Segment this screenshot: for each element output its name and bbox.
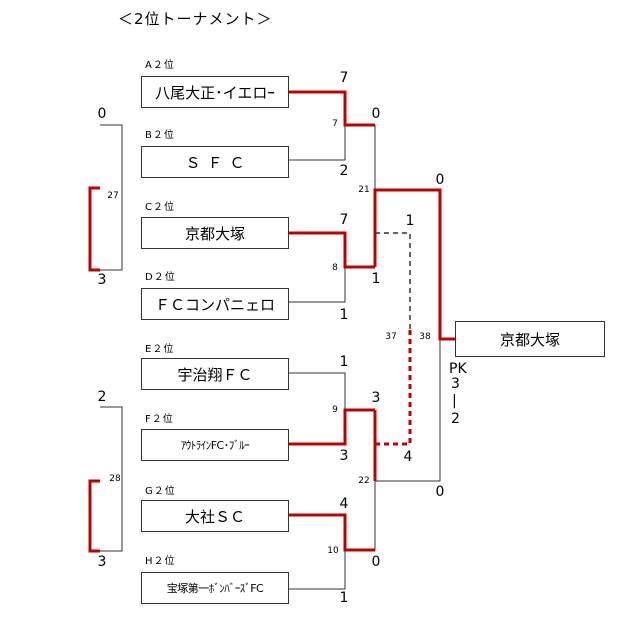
score-m27-bottom: 3 bbox=[97, 272, 107, 288]
match-number-7: 7 bbox=[332, 119, 338, 129]
seed-label: B２位 bbox=[145, 130, 175, 141]
champion-box: 京都大塚 bbox=[455, 321, 605, 357]
score-m10-top: 4 bbox=[339, 496, 349, 512]
score-m9-bottom: 3 bbox=[339, 448, 349, 464]
pk-dash: | bbox=[452, 393, 457, 409]
match-number-27: 27 bbox=[107, 191, 119, 201]
score-m10-bottom: 1 bbox=[339, 590, 349, 606]
team-box: 京都大塚 bbox=[141, 217, 289, 249]
pk-score-bottom: 2 bbox=[451, 411, 460, 427]
score-m38-bottom: 0 bbox=[435, 484, 445, 500]
match-number-38: 38 bbox=[419, 332, 431, 342]
match-number-28: 28 bbox=[109, 474, 121, 484]
score-m28-top: 2 bbox=[97, 389, 107, 405]
team-box: ｱｳﾄﾗｲﾝFC･ﾌﾞﾙｰ bbox=[141, 429, 289, 461]
seed-label: E２位 bbox=[145, 344, 175, 355]
score-m28-bottom: 3 bbox=[97, 554, 107, 570]
team-box: ＦＣコンパニェロ bbox=[141, 288, 289, 320]
score-m8-top: 7 bbox=[339, 212, 349, 228]
seed-label: D２位 bbox=[145, 272, 176, 283]
match-number-8: 8 bbox=[332, 263, 338, 273]
score-m21-lower: 1 bbox=[371, 271, 381, 287]
page-title: ＜2位トーナメント＞ bbox=[118, 10, 273, 28]
pk-label: PK bbox=[449, 361, 467, 377]
score-m22-upper: 3 bbox=[371, 390, 381, 406]
score-m38-top: 0 bbox=[435, 172, 445, 188]
pk-score-top: 3 bbox=[451, 376, 460, 392]
team-box: 宇治翔ＦＣ bbox=[141, 358, 289, 390]
score-m37-bottom: 4 bbox=[403, 449, 413, 465]
seed-label: C２位 bbox=[145, 202, 175, 213]
match-number-21: 21 bbox=[358, 185, 370, 195]
score-m7-bottom: 2 bbox=[339, 163, 349, 179]
score-m27-top: 0 bbox=[97, 106, 107, 122]
team-box: 八尾大正･イエロｰ bbox=[141, 76, 289, 108]
score-m21-upper: 0 bbox=[371, 106, 381, 122]
match-number-22: 22 bbox=[358, 476, 370, 486]
score-m7-top: 7 bbox=[339, 70, 349, 86]
seed-label: F２位 bbox=[145, 414, 174, 425]
score-m22-lower: 0 bbox=[371, 554, 381, 570]
seed-label: G２位 bbox=[145, 486, 176, 497]
score-m37-top: 1 bbox=[405, 213, 415, 229]
team-box: 大社ＳＣ bbox=[141, 500, 289, 532]
team-box: 宝塚第一ﾎﾞﾝﾊﾞｰｽﾞFC bbox=[141, 572, 289, 604]
score-m9-top: 1 bbox=[339, 354, 349, 370]
match-number-10: 10 bbox=[327, 546, 339, 556]
team-box: ＳＦＣ bbox=[141, 146, 289, 178]
match-number-37: 37 bbox=[385, 332, 397, 342]
score-m8-bottom: 1 bbox=[339, 307, 349, 323]
seed-label: H２位 bbox=[145, 556, 176, 567]
seed-label: A２位 bbox=[145, 60, 175, 71]
match-number-9: 9 bbox=[332, 405, 338, 415]
